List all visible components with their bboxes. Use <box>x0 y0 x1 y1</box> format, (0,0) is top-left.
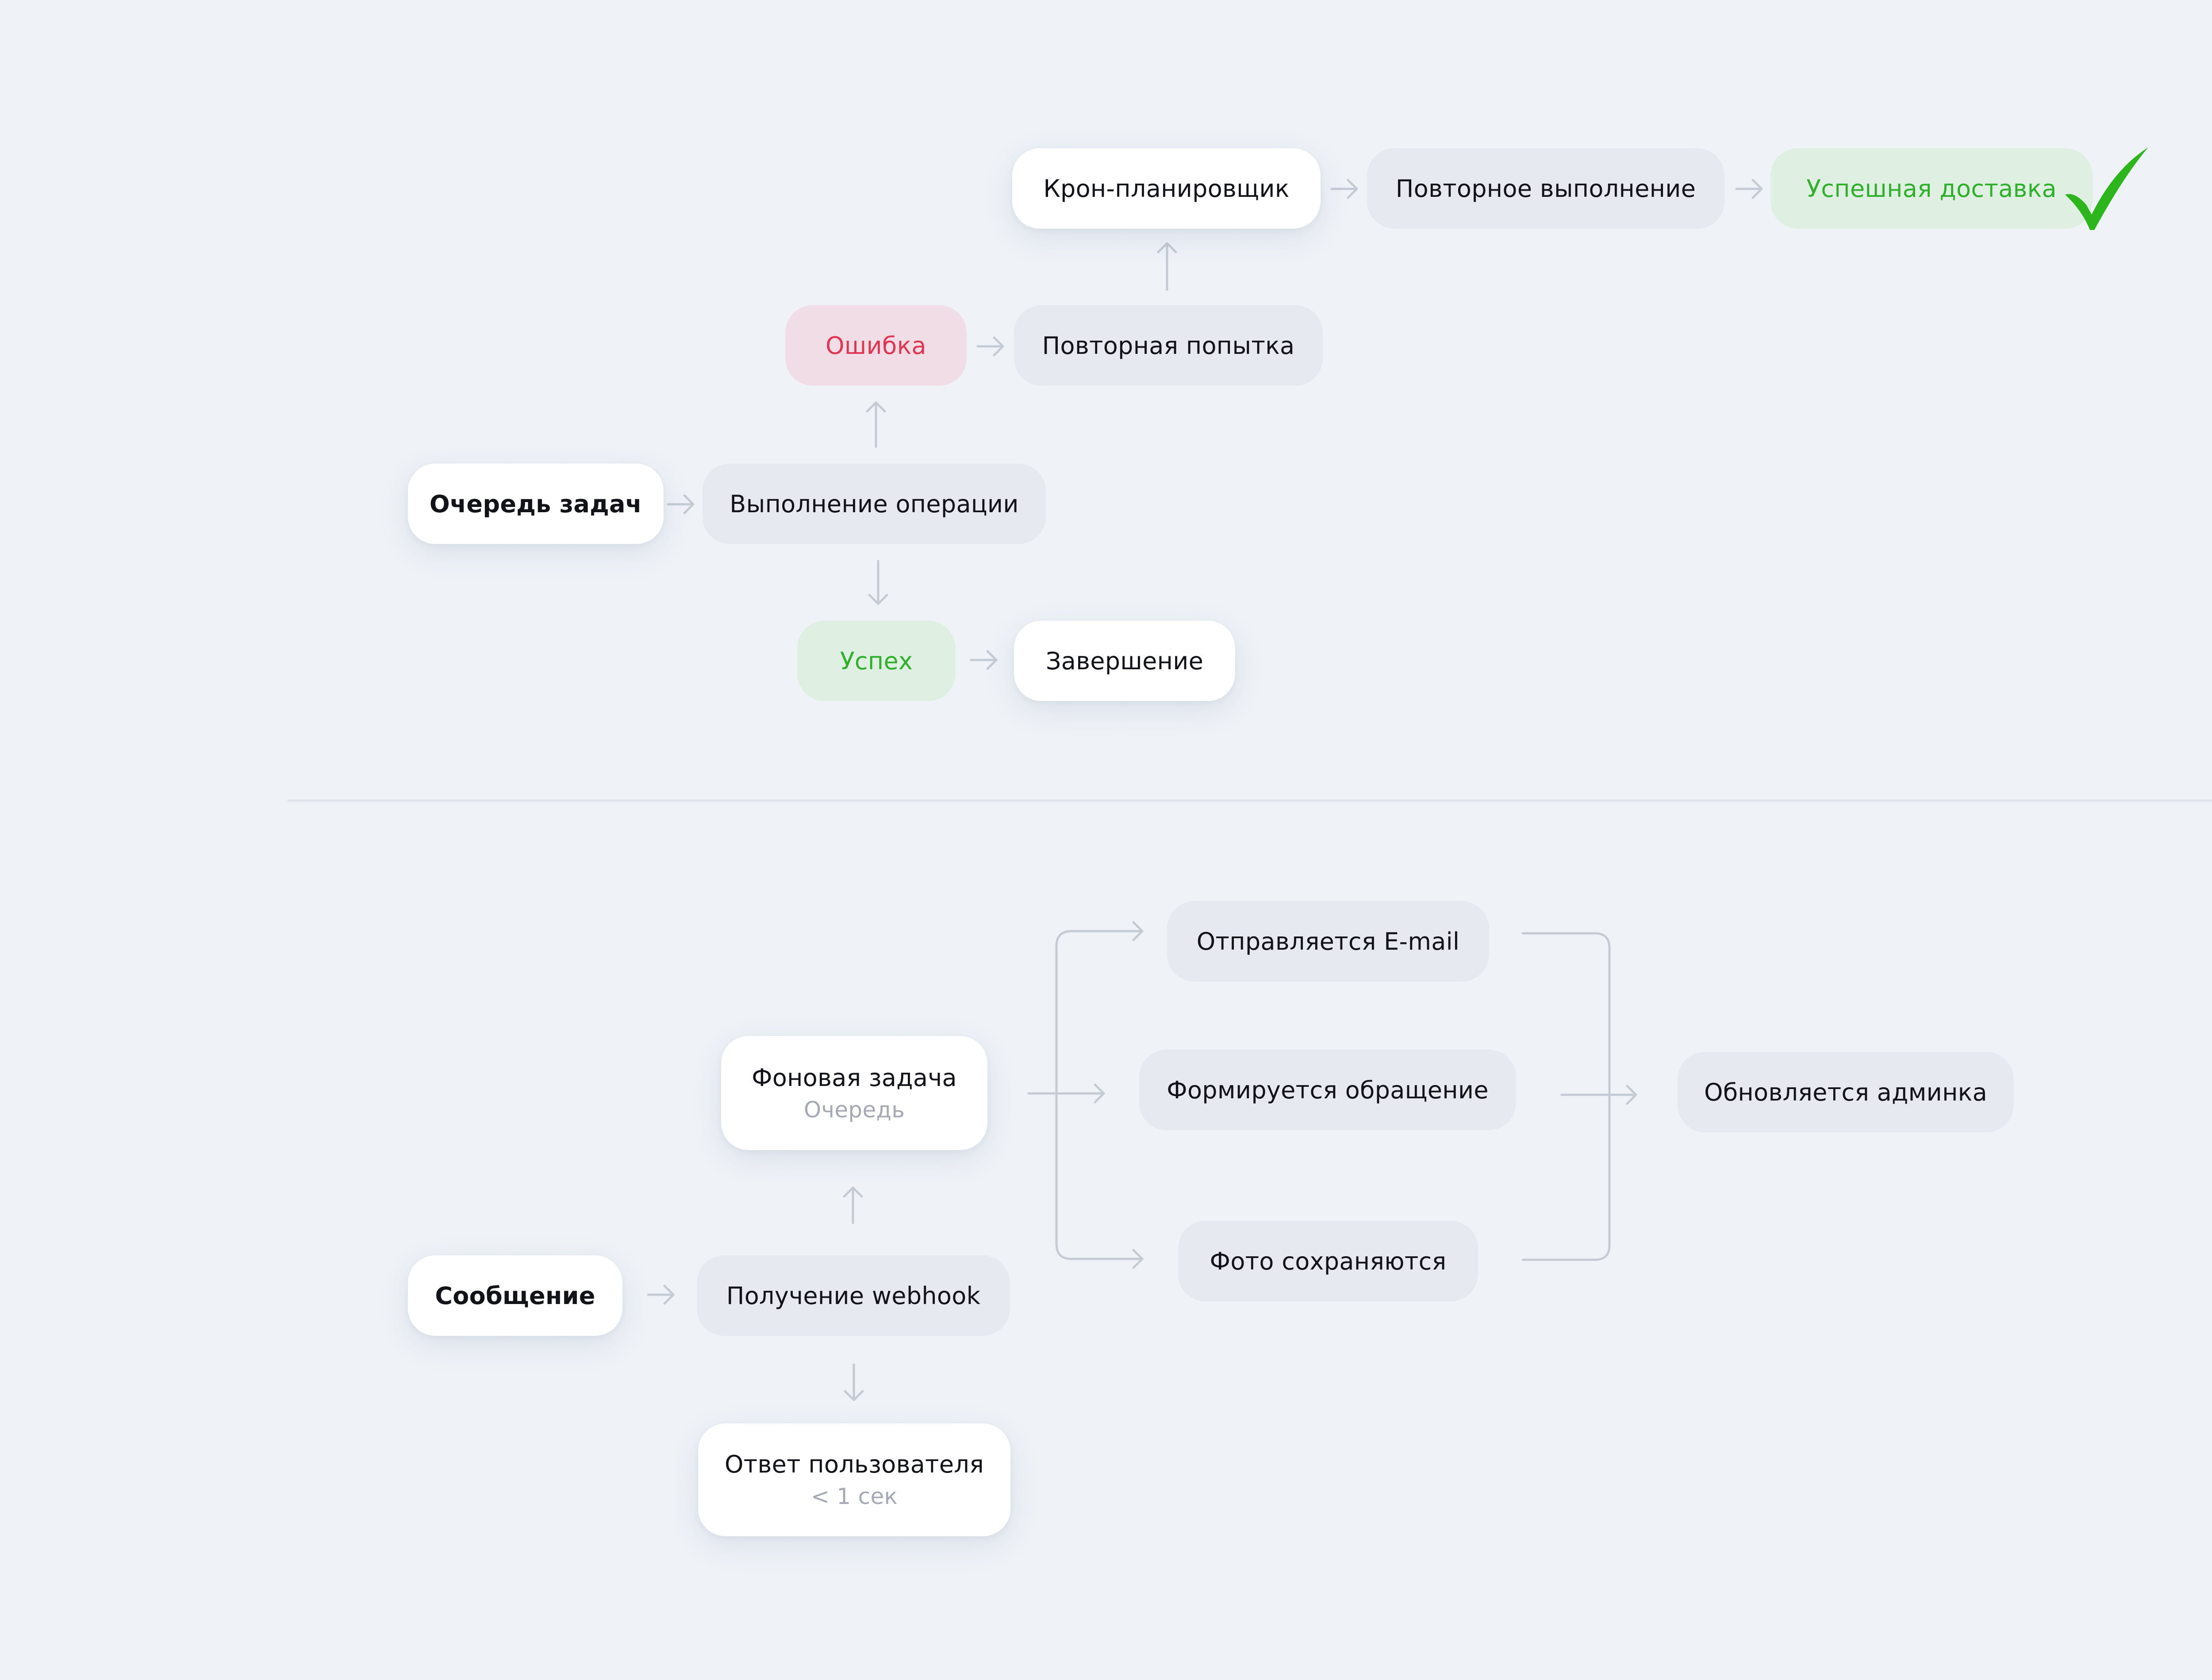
arrow-rerun-to-delivered <box>1735 179 1763 199</box>
node-photos-saved: Фото сохраняются <box>1178 1221 1478 1301</box>
user-reply-title: Ответ пользователя <box>724 1450 984 1478</box>
node-rerun: Повторное выполнение <box>1367 148 1724 229</box>
arrow-error-to-retry <box>976 336 1004 357</box>
node-email-sent: Отправляется E-mail <box>1167 901 1489 982</box>
arrow-webhook-to-reply <box>844 1363 864 1401</box>
arrow-execute-to-error <box>866 401 886 448</box>
arrow-retry-to-cron <box>1157 242 1177 291</box>
arrow-execute-to-success <box>868 560 888 605</box>
node-message: Сообщение <box>408 1255 622 1336</box>
arrow-cron-to-rerun <box>1330 179 1358 199</box>
checkmark-icon <box>2065 147 2148 230</box>
node-webhook-receive: Получение webhook <box>697 1255 1010 1336</box>
node-success: Успех <box>797 621 956 701</box>
background-task-subtitle: Очередь <box>803 1097 905 1123</box>
node-error: Ошибка <box>785 305 967 386</box>
node-background-task: Фоновая задача Очередь <box>721 1036 987 1150</box>
join-to-admin <box>1521 932 1637 1261</box>
arrow-message-to-webhook <box>647 1285 675 1305</box>
user-reply-subtitle: < 1 сек <box>810 1484 898 1509</box>
arrow-success-to-complete <box>970 650 998 670</box>
node-task-queue: Очередь задач <box>408 464 664 544</box>
node-user-reply: Ответ пользователя < 1 сек <box>698 1423 1010 1536</box>
background-task-title: Фоновая задача <box>752 1063 957 1092</box>
node-retry-attempt: Повторная попытка <box>1014 305 1323 386</box>
node-execute-operation: Выполнение операции <box>703 464 1046 544</box>
node-admin-updated: Обновляется админка <box>1678 1052 2014 1132</box>
node-cron-scheduler: Крон-планировщик <box>1012 148 1321 229</box>
arrow-webhook-to-background <box>843 1186 863 1224</box>
node-ticket-formed: Формируется обращение <box>1139 1050 1516 1130</box>
node-complete: Завершение <box>1014 621 1235 701</box>
fork-to-parallel-tasks <box>1027 921 1144 1269</box>
node-delivered: Успешная доставка <box>1770 148 2093 229</box>
arrow-queue-to-execute <box>667 494 695 514</box>
